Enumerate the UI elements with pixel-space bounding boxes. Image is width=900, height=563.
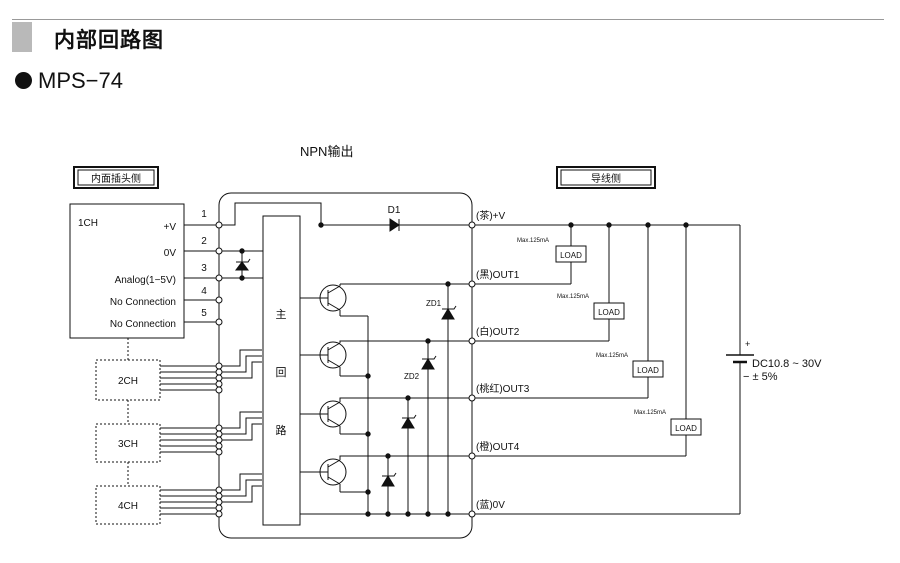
wire-side-label: 导线侧	[591, 172, 621, 185]
zener-diodes	[381, 281, 457, 517]
transistor-q3	[300, 397, 470, 435]
diode-d1-symbol	[389, 218, 400, 232]
wire-label-0v: (蓝)0V	[476, 499, 505, 511]
wire-label-v: (茶)+V	[476, 209, 506, 222]
pin-num-4: 4	[201, 286, 207, 297]
max-current-2: Max.125mA	[557, 294, 589, 300]
header-rule	[12, 19, 884, 20]
ch4-label: 4CH	[118, 501, 138, 512]
pin-name-3: Analog(1−5V)	[115, 275, 176, 286]
zener-zd2-label: ZD2	[404, 372, 420, 381]
output-wires	[472, 224, 740, 515]
left-terminals	[215, 221, 223, 518]
ch3-label: 3CH	[118, 439, 138, 450]
pin-num-2: 2	[201, 236, 207, 247]
section-title: 内部回路图	[54, 28, 164, 52]
pin-num-3: 3	[201, 263, 207, 274]
pin-name-5: No Connection	[110, 319, 176, 330]
ch2-label: 2CH	[118, 376, 138, 387]
right-terminals	[468, 221, 476, 518]
wire-label-out4: (橙)OUT4	[476, 440, 520, 453]
main-circuit-char-2: 回	[276, 366, 287, 379]
ch4-block: 4CH	[95, 485, 161, 525]
load-3: LOAD Max.125mA	[596, 222, 664, 398]
ch1-label: 1CH	[78, 218, 98, 229]
wire-side-box: 导线侧	[556, 166, 656, 189]
load-1-label: LOAD	[560, 251, 582, 260]
load-4-label: LOAD	[675, 424, 697, 433]
transistor-q4	[300, 455, 470, 493]
wire-label-out1: (黑)OUT1	[476, 269, 520, 281]
main-circuit-char-1: 主	[276, 308, 287, 321]
main-circuit-char-3: 路	[276, 424, 287, 437]
load-1: LOAD Max.125mA	[517, 222, 587, 284]
section-marker	[12, 22, 32, 52]
channel-bus-lines	[160, 349, 262, 515]
zener-zd1-label: ZD1	[426, 299, 442, 308]
supply-plus: +	[745, 339, 750, 349]
connector-side-box: 内面插头侧	[73, 166, 159, 189]
load-2: LOAD Max.125mA	[557, 222, 625, 341]
pin-num-5: 5	[201, 308, 207, 319]
dc-supply: + DC10.8 ~ 30V − ± 5%	[726, 225, 822, 514]
model-name: MPS−74	[38, 68, 123, 93]
max-current-3: Max.125mA	[596, 353, 628, 359]
ch2-block: 2CH	[95, 359, 161, 401]
wire-label-out3: (桃红)OUT3	[476, 382, 530, 395]
supply-tolerance: − ± 5%	[743, 371, 778, 383]
output-type-label: NPN输出	[300, 144, 353, 159]
ch1-block: 1CH +V 0V Analog(1−5V) No Connection No …	[69, 203, 216, 339]
diode-d1-label: D1	[388, 205, 401, 216]
wire-label-out2: (白)OUT2	[476, 325, 520, 338]
load-3-label: LOAD	[637, 366, 659, 375]
max-current-1: Max.125mA	[517, 238, 549, 244]
transistor-q2	[300, 340, 470, 377]
main-circuit-block: 主 回 路	[262, 215, 301, 526]
bullet-icon	[15, 72, 32, 89]
supply-voltage: DC10.8 ~ 30V	[752, 358, 822, 370]
connector-side-label: 内面插头侧	[91, 172, 141, 185]
max-current-4: Max.125mA	[634, 410, 666, 416]
pin-name-2: 0V	[164, 248, 177, 259]
transistor-q1	[300, 283, 470, 317]
model-heading: MPS−74	[15, 68, 123, 94]
ch3-block: 3CH	[95, 423, 161, 463]
pin-name-4: No Connection	[110, 297, 176, 308]
pin-num-1: 1	[201, 209, 207, 220]
load-2-label: LOAD	[598, 308, 620, 317]
pin-name-1: +V	[163, 222, 176, 233]
load-4: LOAD Max.125mA	[634, 222, 702, 456]
